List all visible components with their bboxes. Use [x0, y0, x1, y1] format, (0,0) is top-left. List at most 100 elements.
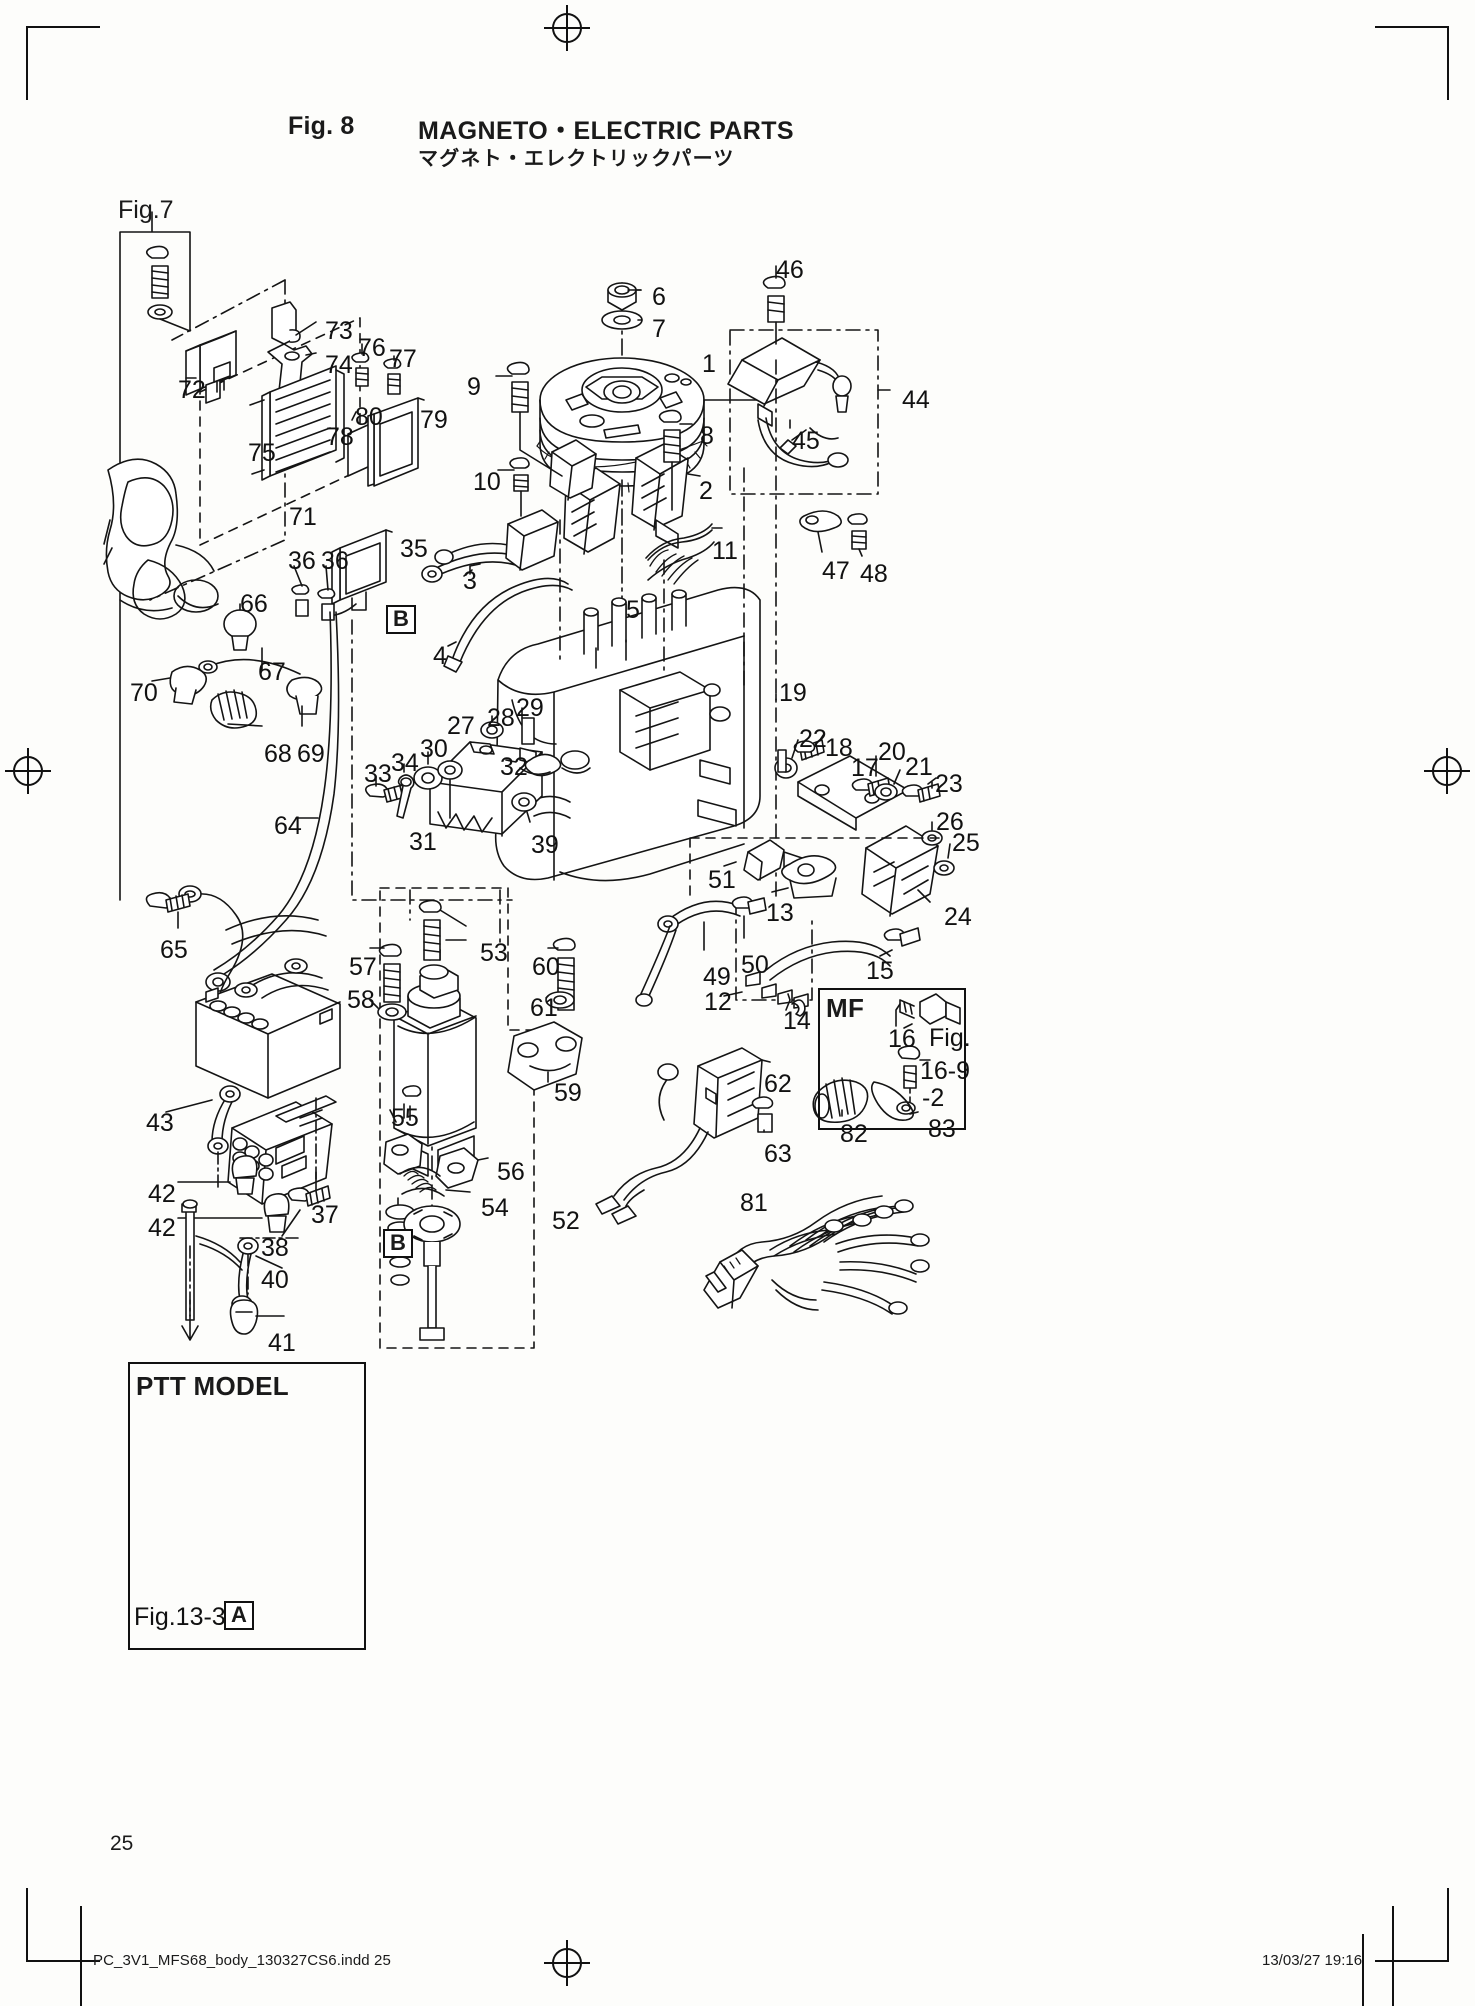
part-connector-13: [771, 855, 837, 899]
registration-mark-left: [5, 748, 51, 794]
part-spring-54: [399, 1166, 471, 1197]
part-stator-coil-2-mid: [549, 439, 621, 555]
part-ptt-valve-block-37: [227, 1095, 337, 1205]
part-terminal-55: [383, 1085, 423, 1175]
part-connector-69: [286, 676, 323, 727]
part-bolt-23: [901, 777, 941, 803]
part-callout-67: 67: [258, 658, 286, 686]
part-callout-70: 70: [130, 679, 158, 707]
part-washer-7: [601, 310, 643, 330]
part-bolt-57: [369, 943, 402, 1003]
part-gear-assembly: [389, 1205, 461, 1341]
part-bolt-50: [731, 896, 767, 939]
part-callout-31: 31: [409, 828, 437, 856]
part-callout-45: 45: [792, 427, 820, 455]
part-callout-7: 7: [652, 315, 666, 343]
ptt-fig-reference: Fig.13-30: [134, 1605, 240, 1630]
part-ptt-boot-42-upper: [177, 1155, 258, 1195]
part-callout-19: 19: [779, 679, 807, 707]
part-callout-42: 42: [148, 1180, 176, 1208]
part-callout-28: 28: [487, 704, 515, 732]
part-ptt-wire-dashdot: [217, 1097, 317, 1295]
part-callout-40: 40: [261, 1266, 289, 1294]
part-lead-49: [635, 900, 741, 1007]
part-collar-19: [775, 693, 787, 773]
part-callout-79: 79: [420, 406, 448, 434]
part-ptt-tube: [181, 1199, 199, 1341]
registration-mark-top: [544, 5, 590, 51]
part-callout-5: 5: [626, 596, 640, 624]
part-callout-66: 66: [240, 590, 268, 618]
dashed-group-lower-right: [689, 837, 941, 901]
part-callout-59: 59: [554, 1079, 582, 1107]
ptt-tag-a: A: [224, 1601, 254, 1630]
part-callout-62: 62: [764, 1070, 792, 1098]
part-callout-81: 81: [740, 1189, 768, 1217]
part-washer-30: [413, 751, 443, 790]
part-pin-29: [521, 707, 535, 745]
part-callout-61: 61: [530, 994, 558, 1022]
part-washer-31: [437, 760, 463, 819]
crop-mark-top-left: [26, 26, 100, 100]
part-callout-39: 39: [531, 831, 559, 859]
mf-title: MF: [826, 993, 865, 1023]
part-terminal-56: [435, 1147, 489, 1189]
part-boot-70: [151, 665, 208, 705]
part-callout-35: 35: [400, 535, 428, 563]
part-washer-21: [874, 769, 901, 801]
part-bolt-36-right: [317, 565, 336, 621]
part-clip-83: [870, 1081, 919, 1121]
mf-fig-sub-label: 16-9: [920, 1057, 971, 1085]
dashdot-group-ignition-44: [729, 329, 891, 495]
part-callout-21: 21: [905, 753, 933, 781]
part-callout-68: 68: [264, 740, 292, 768]
part-bolt-63: [751, 1096, 774, 1133]
tag-b-upper: B: [386, 605, 416, 634]
part-nut-39: [511, 792, 537, 823]
fig7-reference-label: Fig.7: [118, 196, 174, 224]
part-bolt-10: [497, 457, 530, 517]
part-callout-69: 69: [297, 740, 325, 768]
part-callout-13: 13: [766, 899, 794, 927]
part-lead-4: [443, 577, 573, 673]
part-callout-1: 1: [702, 350, 716, 378]
part-callout-60: 60: [532, 953, 560, 981]
part-callout-46: 46: [776, 256, 804, 284]
part-callout-9: 9: [467, 373, 481, 401]
part-clip-34: [396, 763, 415, 819]
part-callout-2: 2: [699, 477, 713, 505]
part-callout-57: 57: [349, 953, 377, 981]
part-spring-11: [645, 523, 723, 585]
part-callout-64: 64: [274, 812, 302, 840]
part-callout-71: 71: [289, 503, 317, 531]
mf-fig-sub2-label: -2: [922, 1084, 945, 1112]
part-ptt-boot-42-lower: [177, 1193, 290, 1233]
part-callout-32: 32: [500, 753, 528, 781]
ptt-fig-text: Fig.13-30: [134, 1603, 240, 1631]
footer-rule-center: [1362, 1934, 1364, 2006]
part-callout-76: 76: [358, 334, 386, 362]
part-callout-17: 17: [851, 754, 879, 782]
crop-mark-bottom-left: [26, 1888, 100, 1962]
part-callout-14: 14: [783, 1007, 811, 1035]
part-callout-22: 22: [799, 725, 827, 753]
part-callout-3: 3: [463, 567, 477, 595]
page-number: 25: [110, 1832, 134, 1855]
part-clip-32: [505, 753, 562, 777]
part-callout-51: 51: [708, 866, 736, 894]
part-callout-63: 63: [764, 1140, 792, 1168]
part-callout-78: 78: [326, 423, 354, 451]
part-callout-74: 74: [325, 351, 353, 379]
part-callout-53: 53: [480, 939, 508, 967]
part-callout-33: 33: [364, 760, 392, 788]
part-bracket-73: [271, 301, 317, 345]
part-callout-36: 36: [321, 547, 349, 575]
fig7-bracket: [119, 211, 191, 901]
part-callout-12: 12: [704, 988, 732, 1016]
part-callout-43: 43: [146, 1109, 174, 1137]
part-callout-24: 24: [944, 903, 972, 931]
part-cable-67: [198, 647, 301, 675]
part-relay-72: [185, 330, 237, 404]
part-callout-82: 82: [840, 1120, 868, 1148]
part-boot-68: [209, 689, 263, 729]
